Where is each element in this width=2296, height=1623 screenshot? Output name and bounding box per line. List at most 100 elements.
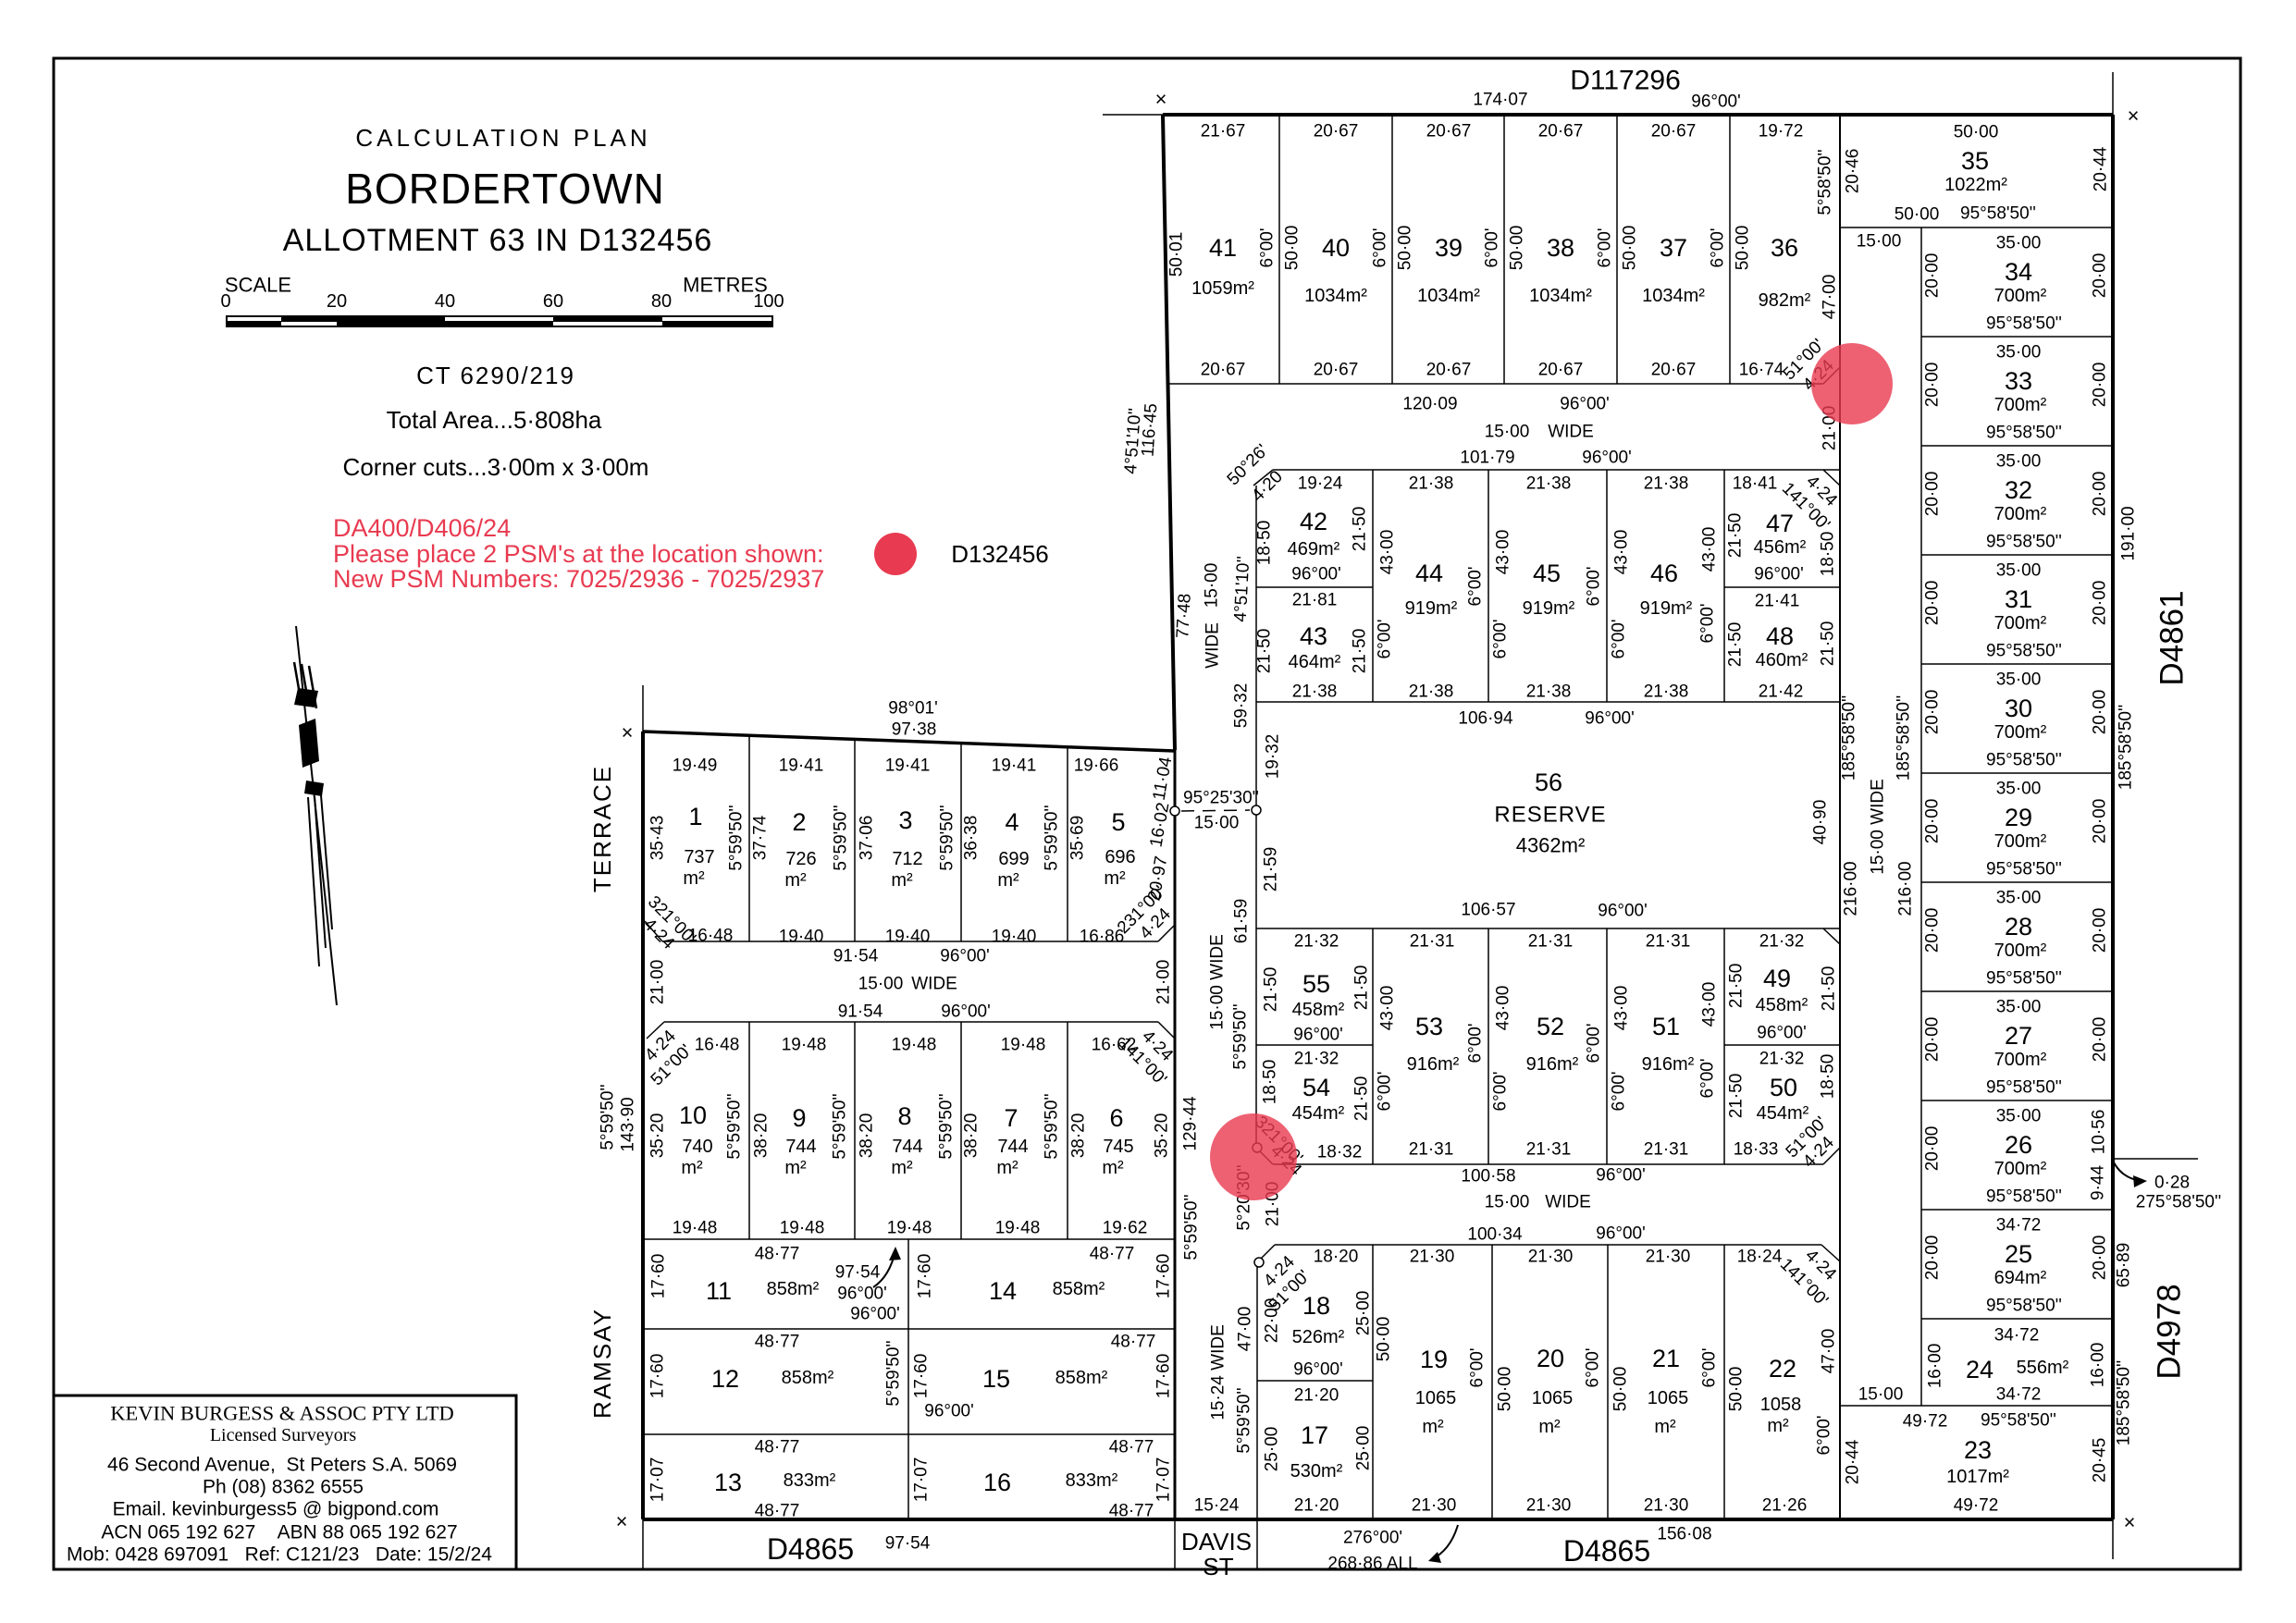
svg-text:Ph (08) 8362 6555: Ph (08) 8362 6555 bbox=[203, 1477, 364, 1498]
svg-text:745: 745 bbox=[1103, 1137, 1133, 1157]
svg-text:18·50: 18·50 bbox=[1819, 532, 1838, 577]
svg-text:48·77: 48·77 bbox=[755, 1438, 800, 1457]
svg-text:96°00': 96°00' bbox=[1582, 449, 1632, 468]
svg-text:6°00': 6°00' bbox=[1491, 620, 1511, 659]
svg-text:6: 6 bbox=[1109, 1104, 1123, 1132]
svg-text:38·20: 38·20 bbox=[858, 1113, 877, 1159]
svg-text:19·41: 19·41 bbox=[779, 756, 824, 776]
svg-text:25: 25 bbox=[2005, 1240, 2032, 1268]
svg-text:m²: m² bbox=[891, 870, 913, 891]
svg-text:40: 40 bbox=[435, 291, 455, 312]
svg-text:16·48: 16·48 bbox=[688, 927, 734, 946]
svg-text:18·50: 18·50 bbox=[1819, 1054, 1838, 1100]
svg-text:96°00': 96°00' bbox=[837, 1285, 887, 1304]
svg-text:858m²: 858m² bbox=[1053, 1279, 1105, 1299]
svg-text:35·00: 35·00 bbox=[1996, 561, 2042, 581]
svg-text:37: 37 bbox=[1660, 234, 1687, 262]
svg-text:6°00': 6°00' bbox=[1483, 228, 1502, 268]
svg-text:10: 10 bbox=[679, 1101, 707, 1129]
svg-text:1034m²: 1034m² bbox=[1304, 286, 1367, 306]
svg-text:19·48: 19·48 bbox=[782, 1036, 827, 1055]
svg-text:700m²: 700m² bbox=[1994, 831, 2047, 852]
svg-text:97·54: 97·54 bbox=[885, 1534, 931, 1554]
svg-text:21·50: 21·50 bbox=[1726, 513, 1746, 559]
svg-text:27: 27 bbox=[2005, 1022, 2032, 1050]
svg-text:49·72: 49·72 bbox=[1954, 1496, 1999, 1516]
svg-text:469m²: 469m² bbox=[1288, 539, 1340, 559]
svg-text:36·38: 36·38 bbox=[962, 816, 981, 861]
svg-text:36: 36 bbox=[1771, 234, 1798, 262]
svg-text:43·00: 43·00 bbox=[1700, 982, 1720, 1027]
svg-text:20·44: 20·44 bbox=[2092, 146, 2111, 191]
svg-text:18·41: 18·41 bbox=[1733, 474, 1778, 494]
svg-text:17·07: 17·07 bbox=[1154, 1457, 1174, 1503]
svg-text:21·38: 21·38 bbox=[1526, 474, 1572, 494]
svg-text:m²: m² bbox=[681, 1158, 703, 1178]
svg-text:20·00: 20·00 bbox=[1923, 1236, 1943, 1281]
svg-text:17·60: 17·60 bbox=[1154, 1354, 1174, 1399]
svg-text:19·24: 19·24 bbox=[1298, 474, 1343, 494]
svg-text:19·62: 19·62 bbox=[1103, 1219, 1148, 1238]
svg-text:SCALE: SCALE bbox=[225, 274, 291, 297]
svg-text:21·50: 21·50 bbox=[1351, 507, 1370, 552]
svg-text:185°58'50'': 185°58'50'' bbox=[1895, 695, 1914, 781]
svg-text:5°59'50'': 5°59'50'' bbox=[725, 1093, 745, 1159]
svg-text:50·00: 50·00 bbox=[1621, 226, 1640, 271]
svg-text:48·77: 48·77 bbox=[1090, 1245, 1135, 1264]
svg-text:919m²: 919m² bbox=[1640, 598, 1693, 619]
svg-text:50·00: 50·00 bbox=[1375, 1317, 1394, 1362]
svg-text:50·00: 50·00 bbox=[1283, 226, 1302, 271]
svg-text:5°59'50'': 5°59'50'' bbox=[1231, 1003, 1251, 1069]
svg-text:29: 29 bbox=[2005, 804, 2032, 831]
svg-text:700m²: 700m² bbox=[1994, 941, 2047, 961]
svg-text:96°00': 96°00' bbox=[1596, 1224, 1646, 1244]
svg-text:15·00: 15·00 bbox=[1485, 1193, 1530, 1212]
svg-text:Corner cuts...3·00m x 3·00m: Corner cuts...3·00m x 3·00m bbox=[343, 453, 649, 481]
svg-text:20·00: 20·00 bbox=[1923, 1126, 1943, 1172]
svg-text:6°00': 6°00' bbox=[1468, 1348, 1487, 1388]
svg-text:21·38: 21·38 bbox=[1644, 682, 1689, 702]
svg-text:19·48: 19·48 bbox=[887, 1219, 932, 1238]
svg-text:43·00: 43·00 bbox=[1612, 530, 1632, 575]
svg-text:530m²: 530m² bbox=[1290, 1461, 1343, 1482]
svg-text:ALLOTMENT 63 IN D132456: ALLOTMENT 63 IN D132456 bbox=[283, 223, 713, 258]
svg-text:m²: m² bbox=[1654, 1417, 1676, 1437]
svg-text:97·38: 97·38 bbox=[892, 720, 937, 740]
svg-text:16: 16 bbox=[983, 1469, 1011, 1496]
svg-text:100·58: 100·58 bbox=[1461, 1167, 1515, 1187]
svg-text:m²: m² bbox=[683, 868, 705, 889]
svg-text:6°00': 6°00' bbox=[1815, 1416, 1834, 1456]
svg-text:6°00': 6°00' bbox=[1466, 567, 1486, 607]
svg-text:96°00': 96°00' bbox=[1598, 902, 1648, 921]
svg-text:m²: m² bbox=[997, 870, 1019, 891]
svg-text:33: 33 bbox=[2005, 367, 2032, 395]
svg-text:8: 8 bbox=[897, 1102, 911, 1130]
svg-text:6°00': 6°00' bbox=[1596, 228, 1615, 268]
svg-text:15·00: 15·00 bbox=[1203, 563, 1222, 609]
svg-text:21·42: 21·42 bbox=[1759, 682, 1804, 702]
svg-text:21·81: 21·81 bbox=[1292, 591, 1338, 610]
svg-text:96°00': 96°00' bbox=[1560, 395, 1610, 414]
svg-text:CALCULATION PLAN: CALCULATION PLAN bbox=[355, 124, 650, 152]
svg-text:37·06: 37·06 bbox=[858, 816, 877, 861]
svg-text:9: 9 bbox=[792, 1104, 806, 1132]
svg-text:WIDE: WIDE bbox=[1545, 1193, 1591, 1212]
svg-text:m²: m² bbox=[1102, 1158, 1124, 1178]
svg-text:726: 726 bbox=[785, 849, 816, 869]
svg-text:34·72: 34·72 bbox=[1996, 1385, 2042, 1405]
svg-text:21·32: 21·32 bbox=[1294, 1050, 1339, 1069]
svg-text:D117296: D117296 bbox=[1570, 66, 1681, 96]
svg-text:106·94: 106·94 bbox=[1458, 709, 1513, 729]
svg-text:46 Second Avenue, St Peters S: 46 Second Avenue, St Peters S.A. 5069 bbox=[107, 1455, 457, 1476]
svg-text:35·00: 35·00 bbox=[1996, 998, 2042, 1017]
svg-text:38·20: 38·20 bbox=[752, 1113, 772, 1159]
svg-text:20·00: 20·00 bbox=[2091, 253, 2110, 299]
svg-text:50·00: 50·00 bbox=[1895, 205, 1940, 225]
svg-text:20·45: 20·45 bbox=[2091, 1438, 2110, 1483]
svg-text:35·00: 35·00 bbox=[1996, 670, 2042, 690]
svg-text:21·50: 21·50 bbox=[1727, 1074, 1747, 1119]
svg-text:95°58'50'': 95°58'50'' bbox=[1986, 1187, 2062, 1207]
svg-text:1058: 1058 bbox=[1760, 1395, 1802, 1415]
svg-text:276°00': 276°00' bbox=[1343, 1529, 1402, 1548]
svg-text:21·31: 21·31 bbox=[1646, 932, 1691, 952]
